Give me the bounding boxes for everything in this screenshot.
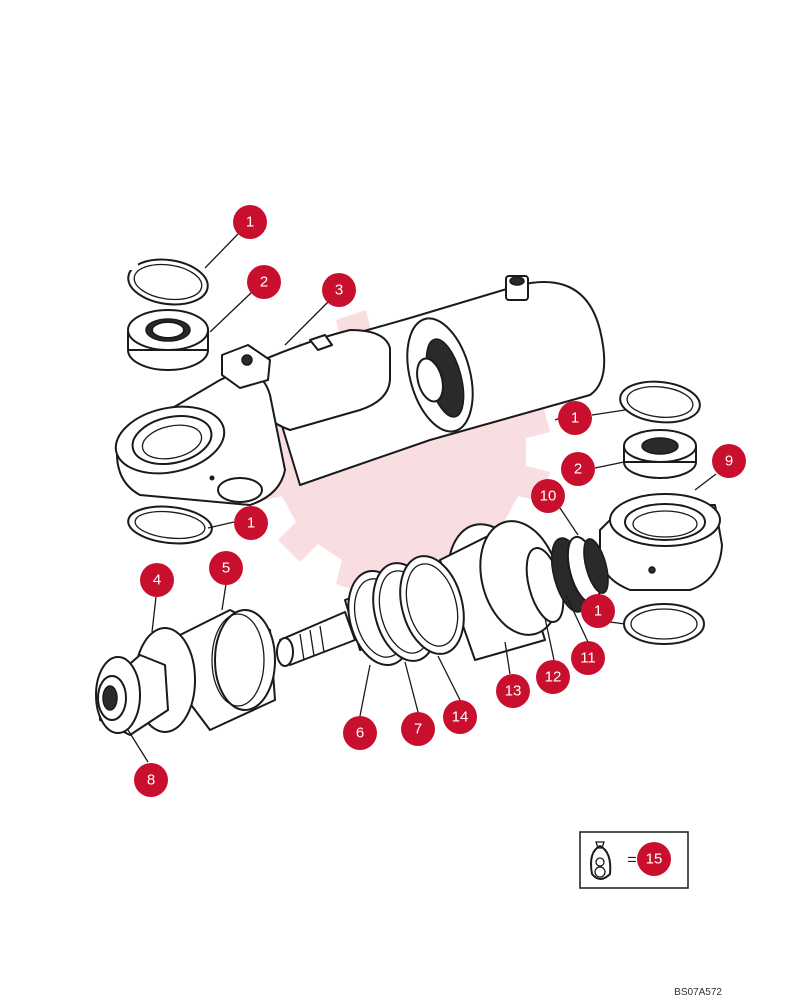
svg-text:2: 2 (260, 274, 268, 291)
callout-1[interactable]: 1 (581, 594, 615, 628)
svg-text:14: 14 (452, 709, 469, 726)
seal-kit-bag-icon (590, 841, 612, 880)
retaining-ring-lower-left (127, 505, 213, 545)
svg-text:4: 4 (153, 572, 161, 589)
svg-text:1: 1 (594, 603, 602, 620)
svg-text:12: 12 (545, 669, 562, 686)
retaining-ring-upper-right (619, 380, 701, 424)
svg-text:2: 2 (574, 461, 582, 478)
leader-lines (127, 233, 717, 763)
cylinder-barrel (114, 275, 606, 506)
rod-eye (599, 493, 723, 591)
callout-1[interactable]: 1 (234, 506, 268, 540)
svg-text:11: 11 (580, 650, 596, 667)
callout-3[interactable]: 3 (322, 273, 356, 307)
gland-and-nut (95, 609, 276, 736)
bearing-upper-left (127, 309, 209, 371)
piston-rod-assembly (276, 520, 609, 667)
callout-1[interactable]: 1 (233, 205, 267, 239)
svg-text:9: 9 (725, 453, 733, 470)
svg-text:6: 6 (356, 725, 364, 742)
callout-8[interactable]: 8 (134, 763, 168, 797)
kit-equals-sign: = (627, 852, 636, 869)
callout-2[interactable]: 2 (561, 452, 595, 486)
retaining-ring-lower-right (623, 603, 705, 645)
svg-text:3: 3 (335, 282, 343, 299)
callout-12[interactable]: 12 (536, 660, 570, 694)
svg-text:1: 1 (246, 214, 254, 231)
svg-text:5: 5 (222, 560, 230, 577)
callout-1[interactable]: 1 (558, 401, 592, 435)
callout-10[interactable]: 10 (531, 479, 565, 513)
svg-text:7: 7 (414, 721, 422, 738)
bearing-right (623, 429, 697, 479)
callout-2[interactable]: 2 (247, 265, 281, 299)
svg-text:10: 10 (540, 488, 557, 505)
drawing-code: BS07A572 (674, 987, 722, 998)
callout-7[interactable]: 7 (401, 712, 435, 746)
callout-14[interactable]: 14 (443, 700, 477, 734)
callout-15[interactable]: 15 (637, 842, 671, 876)
callout-4[interactable]: 4 (140, 563, 174, 597)
svg-text:1: 1 (571, 410, 579, 427)
callout-9[interactable]: 9 (712, 444, 746, 478)
svg-text:15: 15 (646, 851, 663, 868)
svg-text:1: 1 (247, 515, 255, 532)
svg-text:13: 13 (505, 683, 522, 700)
svg-text:8: 8 (147, 772, 155, 789)
callout-13[interactable]: 13 (496, 674, 530, 708)
callout-6[interactable]: 6 (343, 716, 377, 750)
callout-11[interactable]: 11 (571, 641, 605, 675)
retaining-ring-upper-left (127, 258, 209, 306)
callout-5[interactable]: 5 (209, 551, 243, 585)
kit-legend: = 15 (579, 831, 689, 889)
